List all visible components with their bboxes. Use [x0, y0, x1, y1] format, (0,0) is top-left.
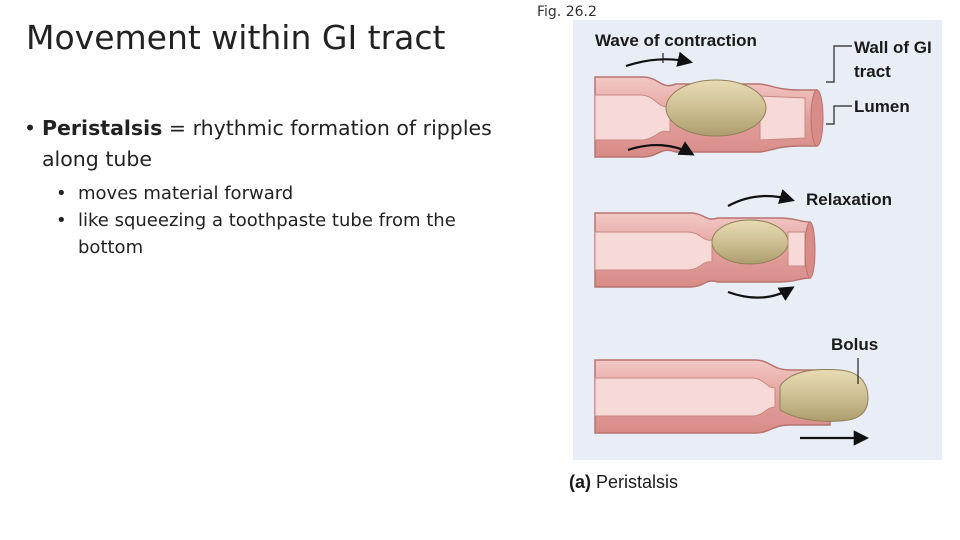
relaxation-arrow-top-icon [727, 189, 795, 207]
figure-caption: Fig. 26.2 [537, 4, 597, 20]
tube-lumen [594, 94, 671, 141]
slide-title: Movement within GI tract [26, 18, 446, 57]
sub-bullet-toothpaste: • like squeezing a toothpaste tube from … [56, 207, 524, 261]
tube-lumen [594, 231, 713, 271]
bullet-peristalsis-text: = rhythmic formation of ripples along tu… [42, 116, 492, 171]
bolus-shape [711, 219, 789, 265]
label-bolus: Bolus [831, 335, 879, 354]
sub-bullet-text: like squeezing a toothpaste tube from th… [78, 210, 456, 258]
bullet-dot-icon: • [24, 116, 37, 140]
tube-lumen-front [759, 95, 806, 141]
lumen-bracket [826, 105, 852, 125]
wave-arrow-top-icon [625, 51, 694, 68]
bolus-shape [779, 369, 869, 422]
figure-title-text: Peristalsis [596, 472, 679, 492]
tube-2 [594, 212, 816, 288]
label-wall-of-gi-tract: Wall of GI tract [854, 38, 932, 81]
bullet-list: • Peristalsis = rhythmic formation of ri… [24, 113, 524, 261]
sub-bullet-text: moves material forward [78, 183, 294, 204]
bullet-peristalsis: • Peristalsis = rhythmic formation of ri… [24, 113, 524, 175]
tube-1 [594, 76, 824, 158]
bolus-shape [665, 79, 767, 137]
label-relaxation: Relaxation [806, 190, 892, 209]
wave-arrow-bottom-icon [627, 141, 695, 156]
tube-lumen-front [787, 231, 806, 267]
bullet-dot-icon: • [56, 183, 67, 204]
tube-opening [804, 221, 816, 279]
sub-bullet-list: • moves material forward • like squeezin… [24, 180, 524, 261]
tube-opening [810, 89, 824, 147]
term-peristalsis: Peristalsis [42, 116, 163, 140]
figure-title: (a) Peristalsis [569, 472, 678, 493]
wall-bracket [826, 45, 852, 83]
tube-lumen [594, 377, 776, 417]
figure-title-prefix: (a) [569, 472, 591, 492]
label-lumen: Lumen [854, 97, 910, 116]
relaxation-arrow-bottom-icon [727, 286, 795, 301]
sub-bullet-moves: • moves material forward [56, 180, 524, 207]
bullet-dot-icon: • [56, 210, 67, 231]
tube-3 [594, 359, 869, 434]
label-wave-of-contraction: Wave of contraction [595, 31, 757, 50]
